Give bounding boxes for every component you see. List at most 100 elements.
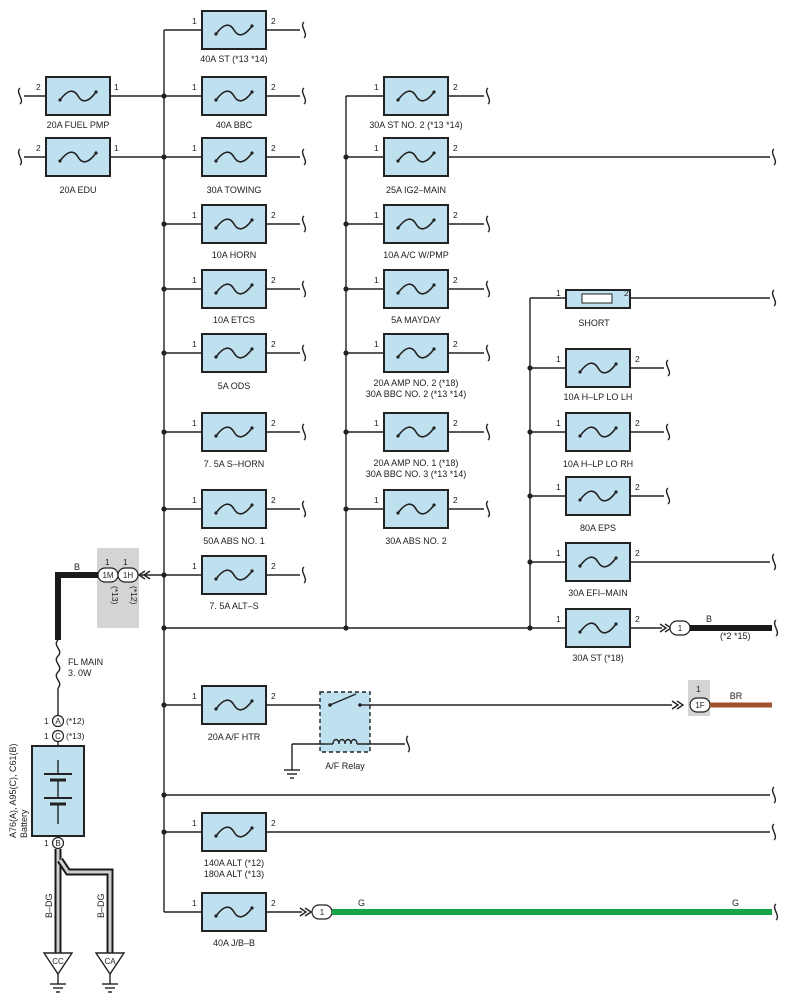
- junction-dots: [161, 93, 533, 835]
- svg-text:2: 2: [271, 16, 276, 26]
- svg-text:B: B: [706, 614, 712, 624]
- svg-text:2: 2: [271, 275, 276, 285]
- svg-text:2: 2: [36, 82, 41, 92]
- svg-text:1H: 1H: [123, 571, 133, 580]
- svg-text:1: 1: [696, 684, 701, 694]
- svg-text:30A ST (*18): 30A ST (*18): [572, 653, 623, 663]
- svg-text:1: 1: [556, 354, 561, 364]
- svg-text:1: 1: [192, 561, 197, 571]
- bus-branch-795: [164, 786, 777, 804]
- svg-text:10A HORN: 10A HORN: [212, 250, 257, 260]
- fuse-20a-amp-no2: 1 2 20A AMP NO. 2 (*18) 30A BBC NO. 2 (*…: [346, 333, 491, 399]
- svg-text:30A TOWING: 30A TOWING: [207, 185, 262, 195]
- svg-text:2: 2: [635, 614, 640, 624]
- svg-text:10A H–LP LO LH: 10A H–LP LO LH: [564, 392, 633, 402]
- svg-text:2: 2: [453, 143, 458, 153]
- svg-text:1: 1: [123, 557, 128, 567]
- svg-text:1: 1: [44, 838, 49, 848]
- fuse-80a-eps: 1 2 80A EPS: [530, 476, 671, 533]
- fl-main-link: FL MAIN 3. 0W: [55, 639, 103, 716]
- svg-text:C: C: [55, 732, 61, 741]
- svg-text:CC: CC: [52, 957, 64, 966]
- fuse-10a-hlp-lo-lh: 1 2 10A H–LP LO LH: [530, 348, 671, 402]
- svg-text:G: G: [358, 898, 365, 908]
- svg-text:B: B: [55, 839, 60, 848]
- splice-1m-1h: 1 1 1M 1H (*13) (*12): [97, 548, 151, 628]
- svg-text:2: 2: [453, 210, 458, 220]
- svg-text:(*13): (*13): [110, 586, 120, 605]
- svg-text:2: 2: [271, 210, 276, 220]
- svg-text:30A BBC NO. 2 (*13 *14): 30A BBC NO. 2 (*13 *14): [366, 389, 467, 399]
- svg-text:1: 1: [192, 143, 197, 153]
- svg-text:Battery: Battery: [19, 809, 29, 838]
- svg-text:2: 2: [271, 898, 276, 908]
- battery: A76(A), A95(C), C61(B) Battery: [8, 743, 85, 838]
- svg-text:2: 2: [453, 418, 458, 428]
- svg-text:1: 1: [192, 818, 197, 828]
- svg-text:10A A/C W/PMP: 10A A/C W/PMP: [383, 250, 449, 260]
- fuse-30a-abs-no2: 1 2 30A ABS NO. 2: [346, 489, 491, 546]
- svg-text:1: 1: [678, 624, 683, 633]
- svg-text:1: 1: [192, 210, 197, 220]
- fuse-30a-st-no2: 1 2 30A ST NO. 2 (*13 *14): [346, 76, 491, 130]
- svg-text:1: 1: [44, 716, 49, 726]
- fuse-10a-hlp-lo-rh: 1 2 10A H–LP LO RH: [530, 412, 671, 469]
- svg-text:1: 1: [192, 16, 197, 26]
- svg-text:20A AMP NO. 2 (*18): 20A AMP NO. 2 (*18): [374, 378, 459, 388]
- svg-text:40A J/B–B: 40A J/B–B: [213, 938, 255, 948]
- svg-text:2: 2: [36, 143, 41, 153]
- svg-text:1: 1: [556, 288, 561, 298]
- svg-text:1: 1: [374, 275, 379, 285]
- svg-text:A76(A), A95(C), C61(B): A76(A), A95(C), C61(B): [8, 743, 18, 838]
- svg-text:30A ABS NO. 2: 30A ABS NO. 2: [385, 536, 447, 546]
- svg-text:1: 1: [556, 548, 561, 558]
- svg-text:(*13): (*13): [66, 731, 85, 741]
- fuse-30a-st: 1 2 1 B (*2 *15) 30A ST (*18): [530, 608, 779, 663]
- svg-text:(*12): (*12): [66, 716, 85, 726]
- svg-text:FL MAIN: FL MAIN: [68, 657, 103, 667]
- svg-text:1: 1: [374, 143, 379, 153]
- fuse-40a-bbc: 1 2 40A BBC: [164, 76, 307, 130]
- svg-text:2: 2: [271, 82, 276, 92]
- svg-text:1: 1: [374, 210, 379, 220]
- fuse-40a-st: 1 2 40A ST (*13 *14): [192, 10, 307, 64]
- svg-text:2: 2: [271, 143, 276, 153]
- fuse-25a-ig2-main: 1 2 25A IG2–MAIN: [346, 137, 777, 195]
- svg-text:2: 2: [271, 418, 276, 428]
- main-feed-wire: B: [55, 562, 98, 640]
- fuse-20a-af-htr: 1 2 20A A/F HTR: [164, 685, 326, 742]
- svg-text:1: 1: [44, 731, 49, 741]
- svg-text:7. 5A ALT–S: 7. 5A ALT–S: [209, 601, 258, 611]
- svg-text:B–DG: B–DG: [44, 893, 54, 918]
- svg-text:140A ALT (*12): 140A ALT (*12): [204, 858, 264, 868]
- svg-text:20A AMP NO. 1 (*18): 20A AMP NO. 1 (*18): [374, 458, 459, 468]
- svg-text:CA: CA: [104, 957, 116, 966]
- svg-text:1: 1: [192, 339, 197, 349]
- svg-text:2: 2: [635, 418, 640, 428]
- fuse-140a-alt: 1 2 140A ALT (*12) 180A ALT (*13): [164, 812, 777, 879]
- svg-text:1: 1: [105, 557, 110, 567]
- svg-text:(*12): (*12): [129, 586, 139, 605]
- svg-text:1: 1: [556, 482, 561, 492]
- fuse-short: 1 2 SHORT: [530, 288, 777, 328]
- svg-text:2: 2: [271, 691, 276, 701]
- fuse-20a-edu: 2 1 20A EDU: [17, 137, 164, 195]
- fuse-30a-efi-main: 1 2 30A EFI–MAIN: [530, 542, 777, 598]
- svg-text:B: B: [74, 562, 80, 572]
- main-bus: [130, 29, 531, 912]
- svg-text:1: 1: [114, 143, 119, 153]
- fuse-5a-mayday: 1 2 5A MAYDAY: [346, 269, 491, 325]
- svg-text:G: G: [732, 898, 739, 908]
- svg-text:2: 2: [624, 288, 629, 298]
- svg-text:30A BBC NO. 3 (*13 *14): 30A BBC NO. 3 (*13 *14): [366, 469, 467, 479]
- svg-text:1M: 1M: [102, 571, 113, 580]
- svg-text:180A ALT (*13): 180A ALT (*13): [204, 869, 264, 879]
- svg-text:1: 1: [556, 418, 561, 428]
- svg-text:1: 1: [192, 82, 197, 92]
- fuse-40a-jb-b: 1 2 1 G G 40A J/B–B: [164, 892, 779, 948]
- svg-text:1: 1: [320, 908, 325, 917]
- svg-text:10A ETCS: 10A ETCS: [213, 315, 255, 325]
- svg-text:1: 1: [374, 82, 379, 92]
- svg-text:20A EDU: 20A EDU: [59, 185, 96, 195]
- svg-text:(*2 *15): (*2 *15): [720, 631, 751, 641]
